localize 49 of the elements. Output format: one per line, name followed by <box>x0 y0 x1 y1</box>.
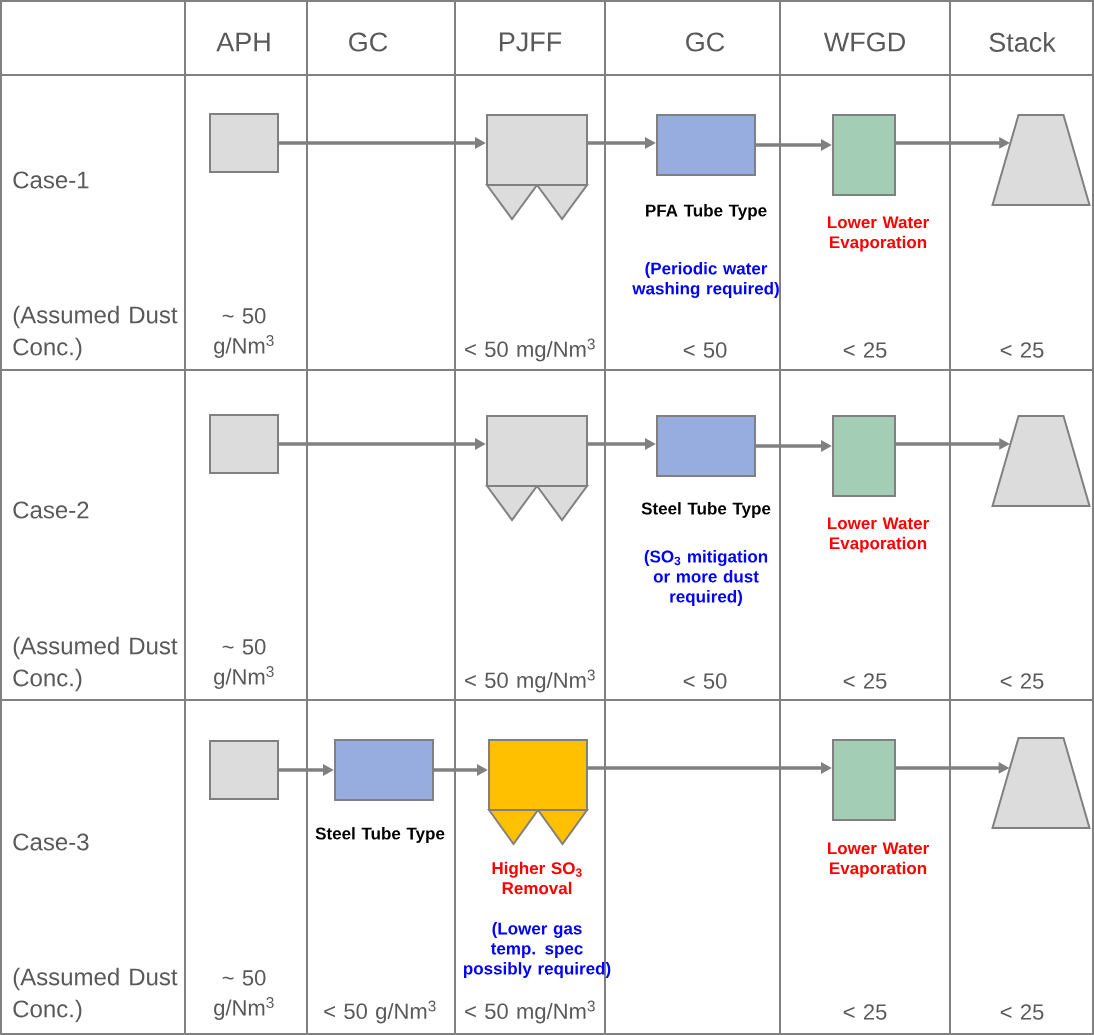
column-header: WFGD <box>823 32 905 52</box>
dust-concentration: < 25 <box>843 1004 887 1020</box>
dust-concentration: < 25 <box>843 342 887 358</box>
dust-concentration: < 50 mg/Nm$^{3}$ <box>465 1000 595 1024</box>
column-header: APH <box>216 32 270 52</box>
dust-concentration: < 25 <box>1000 342 1044 358</box>
equipment-note: Lower Water Evaporation <box>828 842 929 878</box>
column-header: GC <box>686 32 725 52</box>
dust-concentration: < 50 mg/Nm$^{3}$ <box>465 338 595 362</box>
equipment-note: (SO$_{3}$ mitigation or more dust required) <box>644 550 768 606</box>
row-label: Case-3 <box>13 833 89 851</box>
row-label: (Assumed Dust Conc.) <box>13 967 178 1023</box>
dust-concentration: < 50 g/Nm$^{3}$ <box>324 1000 436 1024</box>
equipment-note: Lower Water Evaporation <box>828 216 929 252</box>
equipment-box <box>334 739 434 801</box>
dust-concentration: ~ 50 g/Nm$^{3}$ <box>214 970 274 1020</box>
stack-shape <box>991 737 1091 829</box>
equipment-box <box>832 415 896 497</box>
dust-concentration: ~ 50 g/Nm$^{3}$ <box>214 308 274 358</box>
equipment-note: Lower Water Evaporation <box>828 517 929 553</box>
equipment-box <box>656 415 756 477</box>
row-label: Case-1 <box>13 171 89 189</box>
row-label: (Assumed Dust Conc.) <box>13 636 178 692</box>
row-label: Case-2 <box>13 501 89 519</box>
equipment-note: Higher SO$_{3}$ Removal <box>492 861 582 895</box>
equipment-box <box>209 740 279 800</box>
equipment-box <box>209 414 279 474</box>
equipment-note: PFA Tube Type <box>646 204 767 220</box>
dust-concentration: ~ 50 g/Nm$^{3}$ <box>214 639 274 689</box>
stack-shape <box>991 415 1091 507</box>
equipment-note: (Periodic water washing required) <box>632 262 779 298</box>
column-header: Stack <box>989 32 1056 52</box>
dust-concentration: < 50 <box>683 673 727 689</box>
dust-concentration: < 25 <box>1000 1004 1044 1020</box>
dust-concentration: < 50 mg/Nm$^{3}$ <box>465 669 595 693</box>
column-header: GC <box>349 32 388 52</box>
stack-shape <box>991 114 1091 206</box>
equipment-note: Steel Tube Type <box>315 827 445 843</box>
row-label: (Assumed Dust Conc.) <box>13 305 178 361</box>
equipment-note: (Lower gas temp. spec possibly required) <box>463 922 611 978</box>
equipment-box <box>832 114 896 196</box>
dust-concentration: < 25 <box>1000 673 1044 689</box>
column-header: PJFF <box>499 32 562 52</box>
equipment-box <box>656 114 756 176</box>
equipment-box <box>832 739 896 821</box>
equipment-box <box>209 113 279 173</box>
dust-concentration: < 25 <box>843 673 887 689</box>
dust-concentration: < 50 <box>683 342 727 358</box>
equipment-note: Steel Tube Type <box>641 502 771 518</box>
